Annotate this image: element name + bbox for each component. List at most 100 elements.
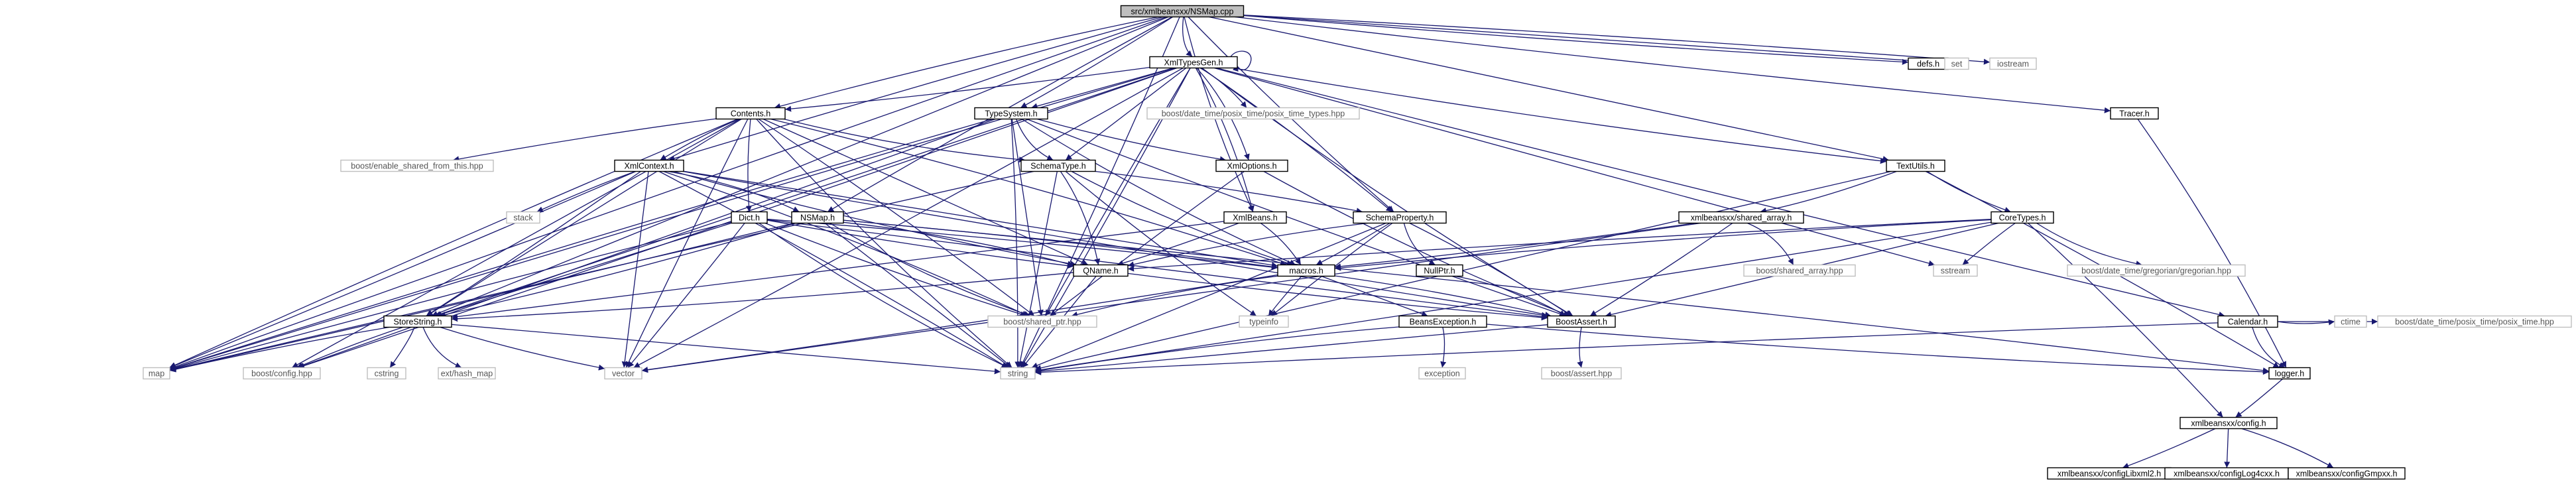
node-label: TextUtils.h (1896, 162, 1935, 171)
edge-beansexception-to-exception (1440, 327, 1447, 368)
node-label: TypeSystem.h (985, 109, 1037, 119)
node-xmlcontext[interactable]: XmlContext.h (614, 159, 684, 172)
edge-contents-to-enable_shared (453, 118, 717, 162)
node-dict[interactable]: Dict.h (731, 211, 768, 224)
node-nsmap_cpp[interactable]: src/xmlbeansxx/NSMap.cpp (1120, 5, 1245, 18)
node-iostream: iostream (1989, 57, 2037, 70)
node-label: boost/config.hpp (251, 369, 312, 379)
edge-beansexception-to-string (1034, 326, 1400, 373)
edge-dict-to-map (169, 221, 732, 371)
node-label: XmlTypesGen.h (1164, 58, 1223, 68)
node-box (1020, 159, 1096, 172)
node-coretypes[interactable]: CoreTypes.h (1991, 211, 2054, 224)
edge-nsmap_cpp-to-xmlcontext (668, 16, 1163, 162)
node-box (1416, 264, 1463, 277)
edge-xmlbeans-to-macros (1260, 222, 1302, 265)
node-schematype[interactable]: SchemaType.h (1020, 159, 1096, 172)
node-label: xmlbeansxx/shared_array.h (1691, 213, 1792, 223)
edge-nsmap_cpp-to-textutils (1209, 16, 1889, 162)
edge-coretypes-to-macros (1334, 219, 1992, 271)
node-qname[interactable]: QName.h (1073, 264, 1129, 277)
node-storestring[interactable]: StoreString.h (383, 315, 452, 328)
node-macros[interactable]: macros.h (1277, 264, 1335, 277)
edge-calendar-to-ctime (2277, 319, 2335, 326)
node-cstring: cstring (367, 367, 406, 380)
node-label: logger.h (2275, 369, 2305, 379)
edge-xmltypesgen-to-contents (784, 66, 1150, 112)
node-beansexception[interactable]: BeansException.h (1398, 315, 1487, 328)
edge-qname-to-boostassert (1127, 273, 1548, 321)
edge-nsmap_h-to-qname (843, 221, 1074, 267)
node-label: XmlContext.h (624, 162, 674, 171)
node-label: QName.h (1083, 267, 1119, 276)
edge-xconfig-to-config_log4cxx (2224, 428, 2231, 468)
edge-contents-to-shared_ptr (758, 118, 1035, 317)
node-nullptr[interactable]: NullPtr.h (1416, 264, 1463, 277)
edge-nsmap_h-to-shared_ptr (829, 222, 1030, 317)
node-xmloptions[interactable]: XmlOptions.h (1215, 159, 1288, 172)
node-config_log4cxx[interactable]: xmlbeansxx/configLog4cxx.h (2164, 467, 2289, 480)
node-box (506, 211, 540, 224)
edge-nsmap_h-to-string (824, 222, 1011, 369)
edge-typesystem-to-xmloptions (1036, 118, 1227, 162)
edge-nsmap_cpp-to-typesystem (1020, 16, 1174, 109)
edge-nsmap_h-to-storestring (439, 222, 796, 318)
node-textutils[interactable]: TextUtils.h (1886, 159, 1945, 172)
node-label: src/xmlbeansxx/NSMap.cpp (1131, 7, 1234, 17)
edge-dict-to-macros (767, 218, 1278, 271)
node-boostassert[interactable]: BoostAssert.h (1547, 315, 1616, 328)
node-box (974, 107, 1048, 120)
node-label: cstring (375, 369, 399, 379)
node-label: XmlOptions.h (1227, 162, 1276, 171)
node-exception: exception (1418, 367, 1466, 380)
edge-xmlcontext-to-qname (673, 170, 1077, 267)
node-box (2217, 315, 2278, 328)
node-contents[interactable]: Contents.h (715, 107, 786, 120)
edge-schematype-to-string (1016, 171, 1058, 368)
edge-schemaproperty-to-boostassert (1409, 222, 1572, 317)
edge-xmltypesgen-to-textutils (1233, 67, 1887, 164)
node-box (1223, 211, 1287, 224)
node-box (2377, 315, 2572, 328)
node-box (614, 159, 684, 172)
edge-boostassert-to-string (1034, 324, 1548, 375)
edge-xmlcontext-to-string (658, 170, 1009, 369)
edge-boostassert-to-boost_assert (1577, 327, 1583, 368)
node-calendar[interactable]: Calendar.h (2217, 315, 2278, 328)
node-config_gmpxx[interactable]: xmlbeansxx/configGmpxx.h (2288, 467, 2406, 480)
edge-schemaproperty-to-string (1031, 222, 1386, 369)
node-defs[interactable]: defs.h (1908, 57, 1949, 70)
edge-nullptr-to-boostassert (1455, 275, 1566, 317)
node-typesystem[interactable]: TypeSystem.h (974, 107, 1048, 120)
node-tracer[interactable]: Tracer.h (2110, 107, 2159, 120)
edge-storestring-to-boost_config (296, 326, 403, 369)
node-box (715, 107, 786, 120)
node-shared_array_h[interactable]: xmlbeansxx/shared_array.h (1678, 211, 1804, 224)
node-xconfig[interactable]: xmlbeansxx/config.h (2179, 416, 2278, 430)
node-nsmap_h[interactable]: NSMap.h (791, 211, 844, 224)
node-label: boost/shared_array.hpp (1756, 267, 1843, 276)
node-box (1944, 57, 1969, 70)
node-label: boost/date_time/posix_time/posix_time.hp… (2395, 318, 2554, 327)
node-box (1146, 107, 1360, 120)
node-box (2288, 467, 2406, 480)
node-boost_config: boost/config.hpp (243, 367, 321, 380)
node-box (2334, 315, 2367, 328)
node-label: sstream (1941, 267, 1970, 276)
node-logger[interactable]: logger.h (2268, 367, 2311, 380)
node-config_libxml2[interactable]: xmlbeansxx/configLibxml2.h (2047, 467, 2172, 480)
node-box (987, 315, 1097, 328)
edge-textutils-to-shared_array_h (1760, 170, 1897, 214)
node-label: xmlbeansxx/configGmpxx.h (2296, 469, 2398, 479)
node-label: BeansException.h (1410, 318, 1477, 327)
node-box (1215, 159, 1288, 172)
edge-xmltypesgen-to-xmlbeans (1195, 68, 1255, 212)
node-hash_map: ext/hash_map (438, 367, 496, 380)
node-xmlbeans[interactable]: XmlBeans.h (1223, 211, 1287, 224)
node-schemaproperty[interactable]: SchemaProperty.h (1353, 211, 1447, 224)
node-box (791, 211, 844, 224)
node-box (143, 367, 170, 380)
node-xmltypesgen[interactable]: XmlTypesGen.h (1149, 56, 1238, 69)
node-posix_time: boost/date_time/posix_time/posix_time.hp… (2377, 315, 2572, 328)
